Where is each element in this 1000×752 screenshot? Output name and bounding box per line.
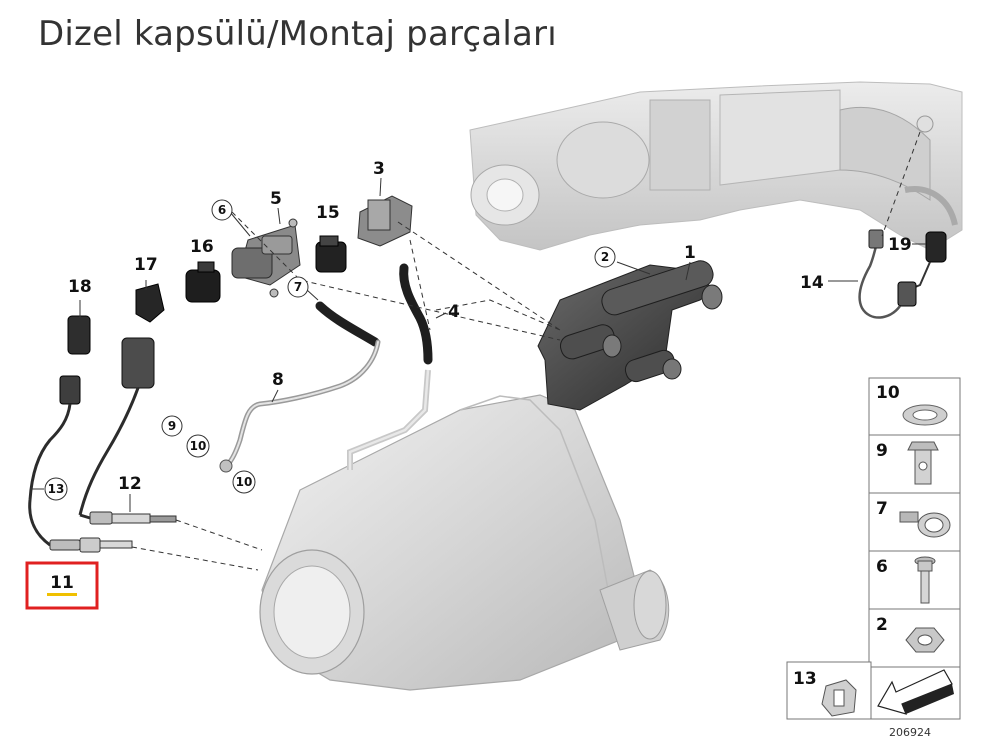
pipe-8-image <box>225 339 381 467</box>
legend-label-13: 13 <box>793 669 817 689</box>
callout-7-circle <box>287 276 309 298</box>
connector-19-image <box>858 229 947 319</box>
callout-1: 1 <box>684 243 696 263</box>
callout-2: 2 <box>601 250 609 264</box>
hose-4-image <box>399 263 433 365</box>
mounting-bracket-image <box>537 260 723 411</box>
connector-18-image <box>28 315 91 547</box>
legend-panel: 10 9 7 6 2 13 <box>786 377 961 720</box>
callout-10b-circle <box>232 470 256 494</box>
callout-10a: 10 <box>190 439 207 453</box>
callout-7: 7 <box>294 280 302 294</box>
direction-arrow-icon <box>877 669 954 715</box>
callout-2-circle <box>594 246 616 268</box>
highlight-underline-11 <box>47 593 77 596</box>
legend-label-9: 9 <box>876 441 888 461</box>
banjo-bolt-image <box>219 459 233 473</box>
callout-12: 12 <box>118 474 142 494</box>
hose-clamp-icon <box>899 511 951 538</box>
pressure-sensor-image <box>231 218 301 298</box>
sensor-3-image <box>357 195 413 247</box>
legend-label-2: 2 <box>876 615 888 635</box>
legend-label-7: 7 <box>876 499 888 519</box>
connector-17-image <box>78 283 165 516</box>
connector-15-image <box>315 235 347 273</box>
screw-icon <box>914 556 936 604</box>
legend-cell-6 <box>868 550 961 610</box>
engine-block-image <box>469 81 963 251</box>
page-title: Dizel kapsülü/Montaj parçaları <box>38 14 557 54</box>
connector-16-image <box>185 261 221 303</box>
callout-leaders <box>30 177 926 512</box>
temperature-sensor-12-image <box>79 511 177 525</box>
callout-6-circle <box>211 199 233 221</box>
callout-19: 19 <box>888 235 912 255</box>
callout-8: 8 <box>272 370 284 390</box>
callout-18: 18 <box>68 277 92 297</box>
clip-icon <box>821 679 857 717</box>
diagram-reference-number: 206924 <box>889 726 931 739</box>
pipe-8-highlight <box>227 341 379 465</box>
callout-10b: 10 <box>236 475 253 489</box>
leader-lines <box>131 131 921 571</box>
callout-15: 15 <box>316 203 340 223</box>
callout-10a-circle <box>186 434 210 458</box>
callout-17: 17 <box>134 255 158 275</box>
banjo-bolt-icon <box>907 441 939 485</box>
hose-7-image <box>315 301 380 347</box>
legend-label-6: 6 <box>876 557 888 577</box>
callout-5: 5 <box>270 189 282 209</box>
legend-label-10: 10 <box>876 383 900 403</box>
callout-11[interactable]: 11 <box>50 573 74 593</box>
diesel-particulate-filter-image <box>259 369 670 691</box>
callout-9: 9 <box>168 419 176 433</box>
highlight-box-11[interactable] <box>25 561 99 610</box>
callout-4: 4 <box>448 302 460 322</box>
callout-3: 3 <box>373 159 385 179</box>
callout-16: 16 <box>190 237 214 257</box>
callout-13: 13 <box>48 482 65 496</box>
callout-6: 6 <box>218 203 226 217</box>
hex-nut-icon <box>905 627 945 653</box>
callout-9-circle <box>161 415 183 437</box>
callout-14: 14 <box>800 273 824 293</box>
temperature-sensor-11-image <box>49 537 133 553</box>
callout-13-circle <box>44 477 68 501</box>
